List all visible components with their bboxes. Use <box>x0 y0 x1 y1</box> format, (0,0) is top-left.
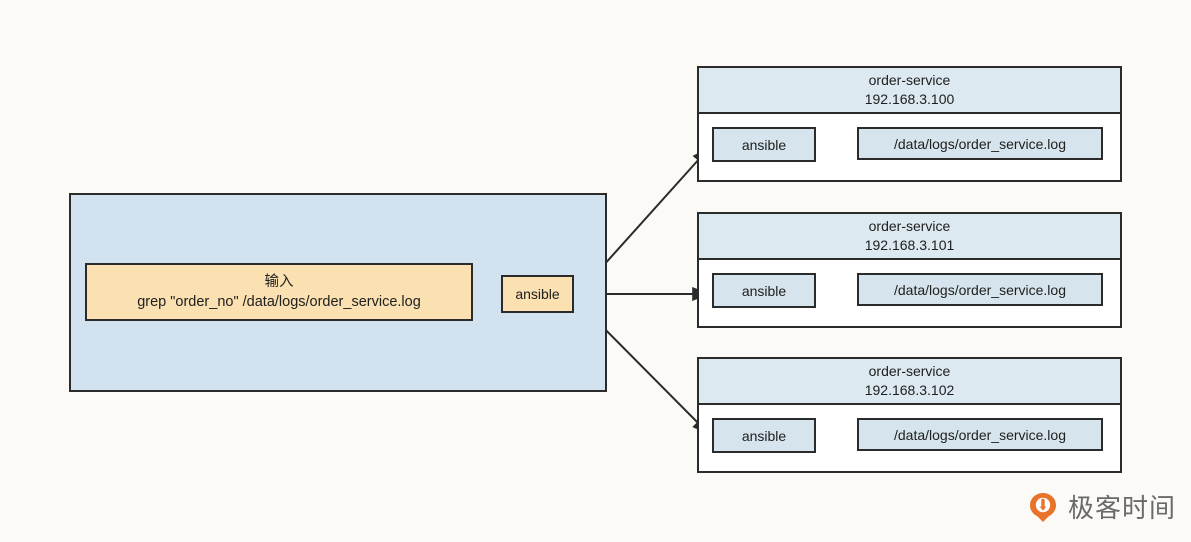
host-body: ansible /data/logs/order_service.log <box>699 260 1120 326</box>
host-ip: 192.168.3.101 <box>864 237 955 253</box>
host-agent-label: ansible <box>741 427 787 444</box>
host-logfile-path: /data/logs/order_service.log <box>894 281 1066 298</box>
host-body: ansible /data/logs/order_service.log <box>699 114 1120 180</box>
host-agent-box[interactable]: ansible <box>712 418 816 453</box>
host-logfile-box[interactable]: /data/logs/order_service.log <box>857 418 1103 451</box>
host-panel[interactable]: order-service 192.168.3.101 ansible /dat… <box>697 212 1122 328</box>
watermark: 极客时间 <box>1027 488 1176 525</box>
host-header: order-service 192.168.3.102 <box>699 359 1120 405</box>
host-ip: 192.168.3.102 <box>864 382 955 398</box>
geektime-logo-icon <box>1030 492 1056 522</box>
host-header: order-service 192.168.3.101 <box>699 214 1120 260</box>
host-body: ansible /data/logs/order_service.log <box>699 405 1120 471</box>
host-agent-label: ansible <box>741 282 787 299</box>
input-card-title: 输入 <box>264 274 294 290</box>
host-name: order-service <box>868 363 951 379</box>
watermark-text: 极客时间 <box>1068 494 1177 524</box>
host-agent-label: ansible <box>741 136 787 153</box>
ansible-hub-label: ansible <box>515 286 560 302</box>
host-name: order-service <box>868 72 951 88</box>
host-agent-box[interactable]: ansible <box>712 273 816 308</box>
host-panel[interactable]: order-service 192.168.3.100 ansible /dat… <box>697 66 1122 182</box>
host-name: order-service <box>868 218 951 234</box>
host-logfile-path: /data/logs/order_service.log <box>894 426 1066 443</box>
host-header: order-service 192.168.3.100 <box>699 68 1120 114</box>
host-logfile-path: /data/logs/order_service.log <box>894 135 1066 152</box>
host-panel[interactable]: order-service 192.168.3.102 ansible /dat… <box>697 357 1122 473</box>
input-command-card[interactable]: 输入 grep "order_no" /data/logs/order_serv… <box>85 263 473 321</box>
host-agent-box[interactable]: ansible <box>712 127 816 162</box>
host-logfile-box[interactable]: /data/logs/order_service.log <box>857 273 1103 306</box>
host-logfile-box[interactable]: /data/logs/order_service.log <box>857 127 1103 160</box>
input-card-command: grep "order_no" /data/logs/order_service… <box>137 294 421 310</box>
host-ip: 192.168.3.100 <box>864 91 955 107</box>
ansible-hub-node[interactable]: ansible <box>501 275 574 313</box>
